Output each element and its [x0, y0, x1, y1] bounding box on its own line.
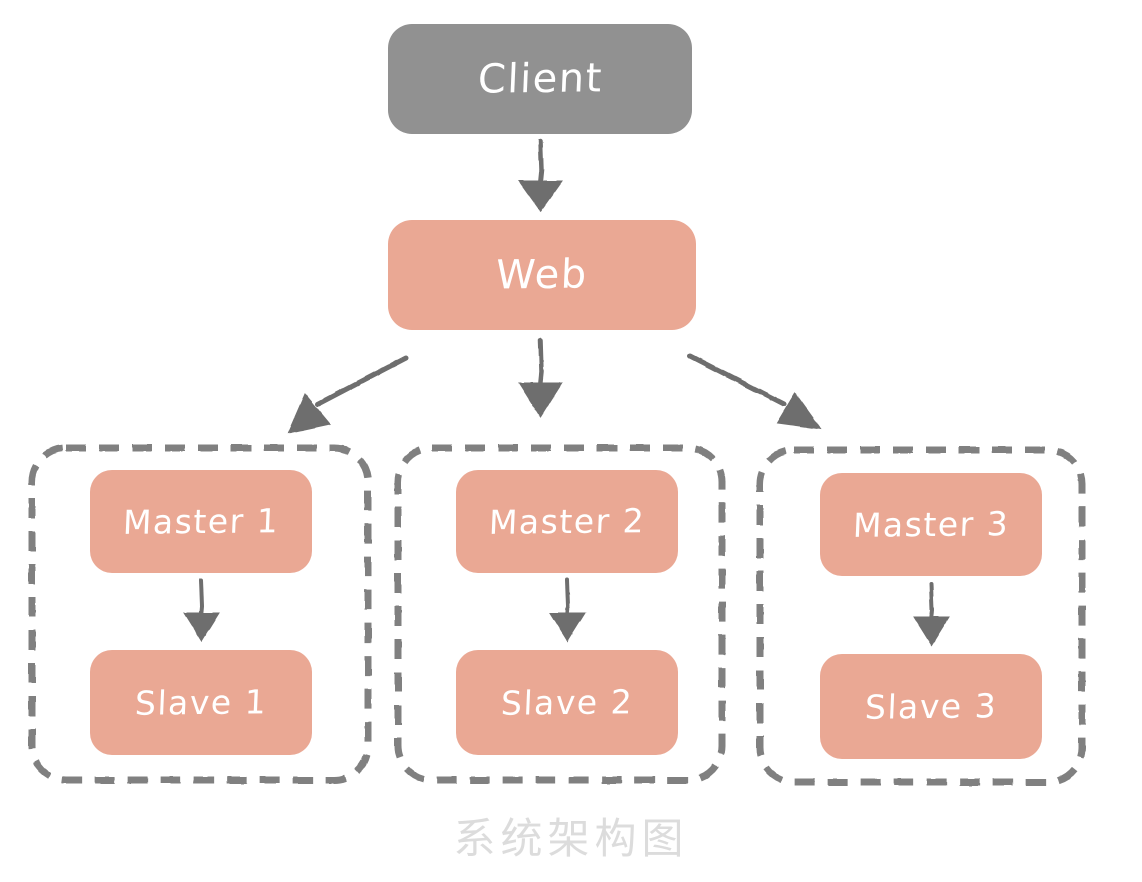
group-container-2 — [394, 444, 726, 784]
node-slave-3-label: Slave 3 — [864, 686, 998, 727]
node-master-1-label: Master 1 — [122, 501, 280, 542]
node-master-3[interactable]: Master 3 — [820, 473, 1042, 576]
edge-web-to-master2 — [518, 337, 563, 418]
node-slave-1-label: Slave 1 — [134, 682, 268, 723]
node-master-2[interactable]: Master 2 — [456, 470, 678, 573]
node-slave-3[interactable]: Slave 3 — [820, 654, 1042, 759]
edge-web-to-master3 — [687, 353, 823, 430]
group-container-1 — [28, 444, 372, 784]
node-master-2-label: Master 2 — [488, 501, 646, 542]
node-master-1[interactable]: Master 1 — [90, 470, 312, 573]
node-slave-2[interactable]: Slave 2 — [456, 650, 678, 755]
node-client[interactable]: Client — [388, 24, 692, 134]
edge-client-to-web — [518, 138, 563, 212]
diagram-caption: 系统架构图 — [453, 814, 689, 863]
node-slave-2-label: Slave 2 — [500, 682, 634, 723]
node-web[interactable]: Web — [388, 220, 696, 330]
node-client-label: Client — [476, 55, 604, 103]
edge-web-to-master1 — [287, 355, 409, 434]
node-master-3-label: Master 3 — [852, 504, 1010, 545]
group-container-3 — [756, 446, 1086, 786]
node-slave-1[interactable]: Slave 1 — [90, 650, 312, 755]
node-web-label: Web — [495, 251, 589, 299]
